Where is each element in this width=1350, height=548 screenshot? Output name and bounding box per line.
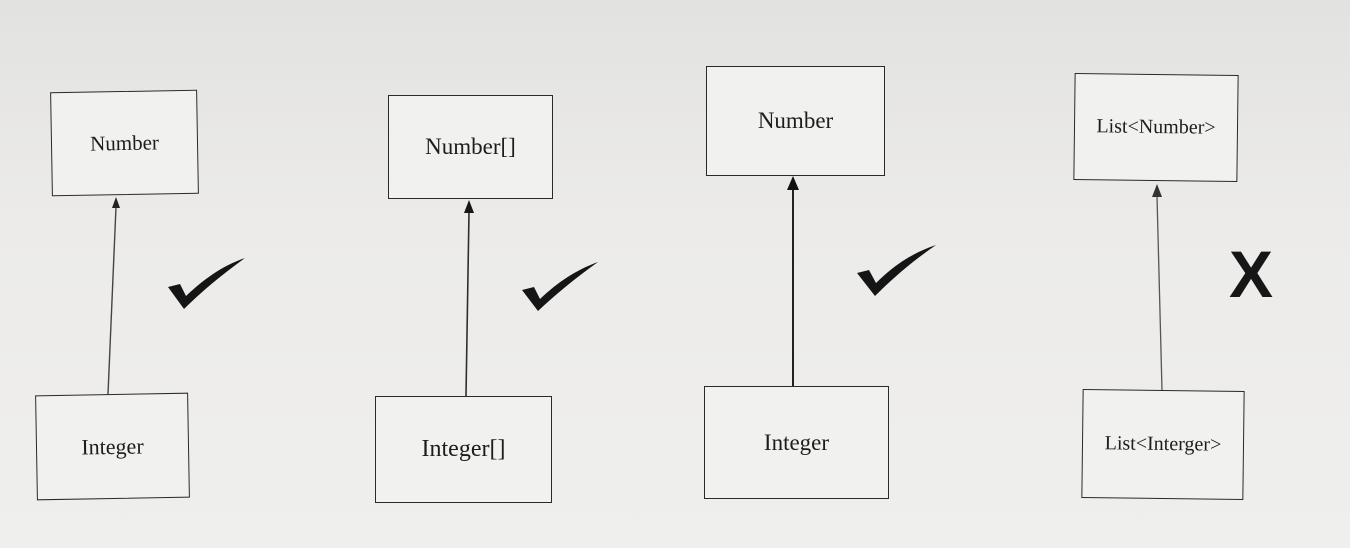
inheritance-line-1 <box>107 206 117 395</box>
arrowhead-2 <box>464 200 474 213</box>
parent-box-3: Number <box>706 66 885 176</box>
inheritance-line-2 <box>465 211 470 397</box>
check-icon <box>857 245 936 296</box>
cross-icon: X <box>1229 237 1273 311</box>
check-icon <box>168 258 245 309</box>
arrowhead-1 <box>112 197 120 208</box>
child-box-2: Integer[] <box>375 396 552 503</box>
parent-label-3: Number <box>757 108 834 133</box>
child-label-3: Integer <box>763 429 830 455</box>
arrowhead-3 <box>787 176 799 190</box>
check-icon <box>522 262 598 311</box>
parent-box-2: Number[] <box>388 95 553 199</box>
child-box-3: Integer <box>704 386 889 499</box>
inheritance-line-4 <box>1156 195 1163 391</box>
child-label-2: Integer[] <box>421 436 506 462</box>
arrowhead-4 <box>1152 184 1162 197</box>
parent-label-2: Number[] <box>425 134 516 159</box>
